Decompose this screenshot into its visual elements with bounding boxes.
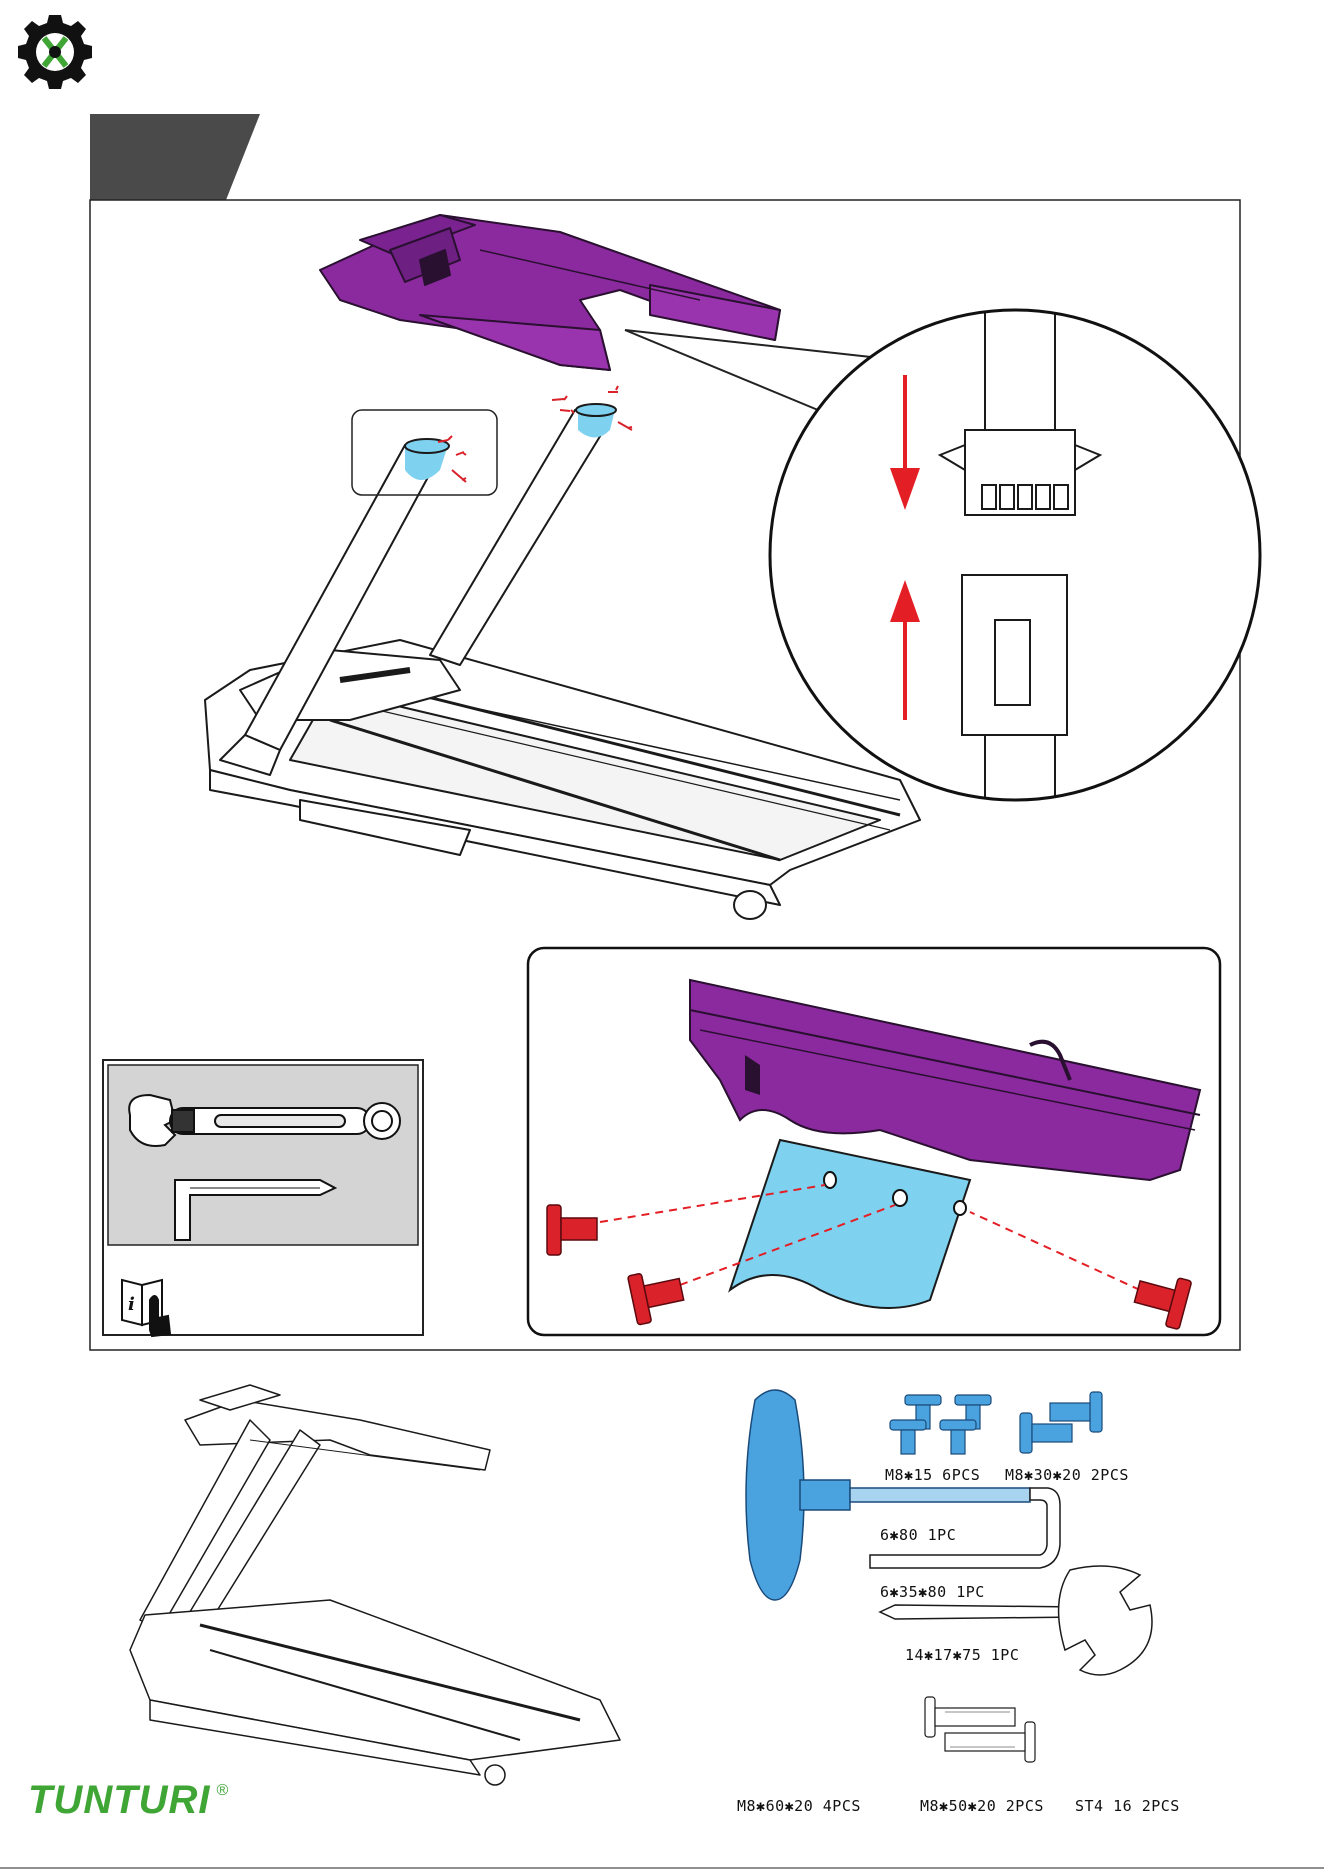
brand-logo: TUNTURI ®: [28, 1778, 229, 1823]
gear-wrench-screwdriver-icon: [18, 15, 92, 89]
brand-name: TUNTURI: [28, 1778, 211, 1822]
label-st4-16: ST4 16 2PCS: [1075, 1797, 1180, 1815]
zoom-leader-2: [625, 330, 830, 415]
console-assembly: [320, 215, 780, 370]
long-bolts-icon: [925, 1697, 1035, 1762]
label-wrench-14x17x75: 14✱17✱75 1PC: [905, 1646, 1019, 1664]
label-hex-6x80: 6✱80 1PC: [880, 1526, 956, 1544]
required-tools-panel: i: [103, 1060, 423, 1336]
hardware-parts: M8✱15 6PCS M8✱30✱20 2PCS 6✱80 1PC 6✱35✱8…: [737, 1390, 1180, 1815]
label-m8x15: M8✱15 6PCS: [885, 1466, 980, 1484]
assembled-treadmill: [130, 1385, 620, 1785]
label-m8x60x20: M8✱60✱20 4PCS: [737, 1797, 861, 1815]
label-hex-6x35x80: 6✱35✱80 1PC: [880, 1583, 985, 1601]
label-m8x30x20: M8✱30✱20 2PCS: [1005, 1466, 1129, 1484]
svg-text:i: i: [128, 1294, 135, 1315]
registered-mark: ®: [217, 1782, 230, 1799]
connector-detail-circle: [770, 300, 1260, 825]
label-m8x50x20: M8✱50✱20 2PCS: [920, 1797, 1044, 1815]
read-manual-icon: i: [122, 1280, 170, 1336]
m8x30x20-bolts-icon: [1020, 1392, 1102, 1453]
step-tab: [90, 114, 260, 200]
bolt-detail-panel: [528, 948, 1220, 1335]
m8x15-bolts-icon: [890, 1395, 991, 1454]
